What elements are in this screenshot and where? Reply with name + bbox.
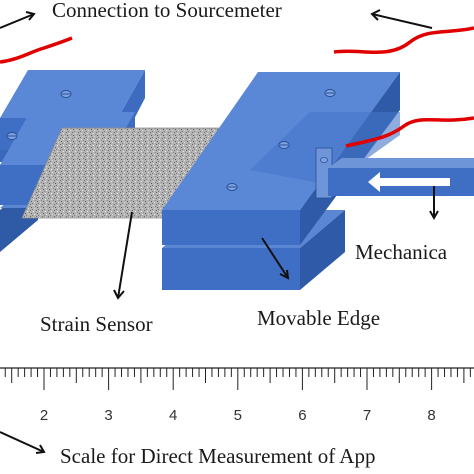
ruler-number: 4 — [169, 407, 177, 424]
label-connection: Connection to Sourcemeter — [52, 0, 282, 22]
ruler-ticks — [4, 368, 471, 390]
measurement-ruler: 2 3 4 5 6 7 8 — [0, 367, 474, 424]
wire-right-upper — [333, 26, 474, 54]
ruler-number: 6 — [298, 407, 306, 424]
label-scale: Scale for Direct Measurement of App — [60, 444, 376, 468]
actuator-bar — [328, 158, 474, 196]
label-strain-sensor: Strain Sensor — [40, 312, 153, 336]
wire-right-lower — [345, 116, 474, 148]
ruler-number: 7 — [363, 407, 371, 424]
annotation-arrows — [0, 9, 439, 454]
ruler-number: 8 — [427, 407, 435, 424]
wire-left — [0, 36, 73, 64]
ruler-number: 2 — [40, 407, 48, 424]
label-movable-edge: Movable Edge — [257, 306, 381, 330]
ruler-numbers: 2 3 4 5 6 7 8 — [40, 407, 436, 424]
ruler-number: 5 — [234, 407, 242, 424]
label-mechanical: Mechanica — [355, 240, 448, 264]
ruler-number: 3 — [104, 407, 112, 424]
